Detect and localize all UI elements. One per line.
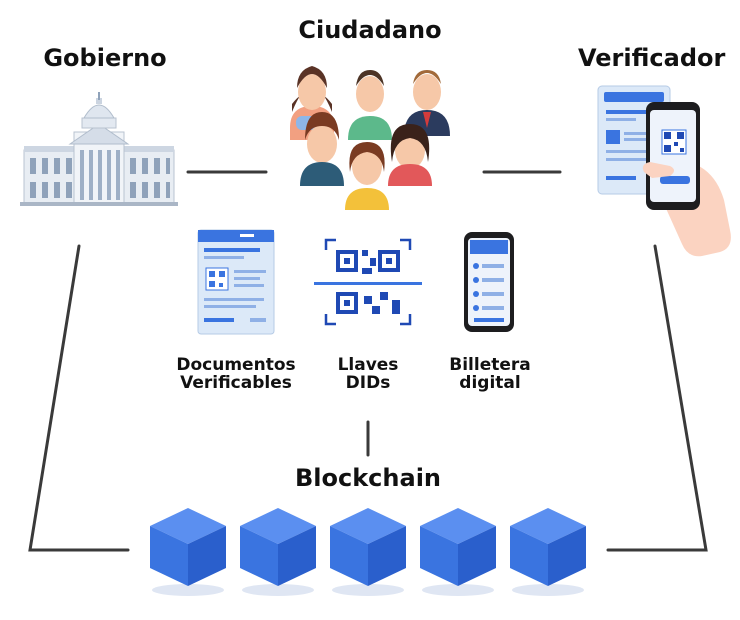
label-documents-line1: Documentos xyxy=(176,355,296,375)
connector-gov-blockchain xyxy=(28,244,130,552)
label-keys: Llaves DIDs xyxy=(318,356,418,393)
block-5 xyxy=(510,508,586,596)
label-keys-line1: Llaves xyxy=(337,355,399,375)
label-keys-line2: DIDs xyxy=(345,373,391,394)
label-documents: Documentos Verificables xyxy=(170,356,302,393)
label-wallet: Billetera digital xyxy=(438,356,542,393)
block-2 xyxy=(240,508,316,596)
label-wallet-line2: digital xyxy=(459,373,521,394)
connector-verifier-blockchain xyxy=(606,244,708,552)
label-government: Gobierno xyxy=(43,44,167,72)
label-documents-line2: Verificables xyxy=(180,373,292,394)
label-citizen: Ciudadano xyxy=(298,16,442,44)
block-4 xyxy=(420,508,496,596)
label-verifier: Verificador xyxy=(578,44,726,72)
label-blockchain: Blockchain xyxy=(294,464,441,492)
block-1 xyxy=(150,508,226,596)
block-3 xyxy=(330,508,406,596)
label-wallet-line1: Billetera xyxy=(449,355,531,375)
